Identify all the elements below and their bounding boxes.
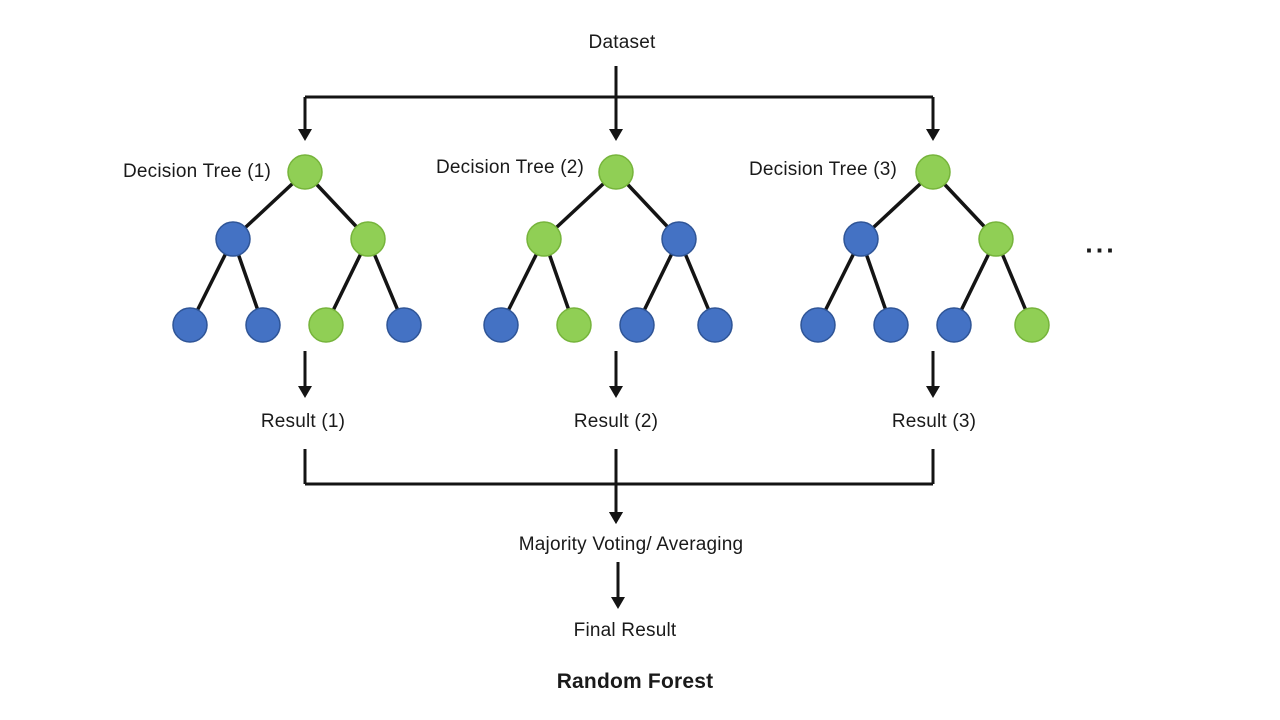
decision-tree-3-label: Decision Tree (3) [748,159,898,180]
result-2-label: Result (2) [573,411,659,432]
decision-tree-1-label: Decision Tree (1) [122,161,272,182]
decision-tree-2-label: Decision Tree (2) [435,157,585,178]
final-result-label: Final Result [573,620,677,641]
majority-voting-label: Majority Voting/ Averaging [518,534,744,555]
result-3-label: Result (3) [891,411,977,432]
dataset-label: Dataset [588,32,656,53]
diagram-title: Random Forest [556,670,714,693]
more-trees-ellipsis: ... [1085,228,1117,259]
result-1-label: Result (1) [260,411,346,432]
